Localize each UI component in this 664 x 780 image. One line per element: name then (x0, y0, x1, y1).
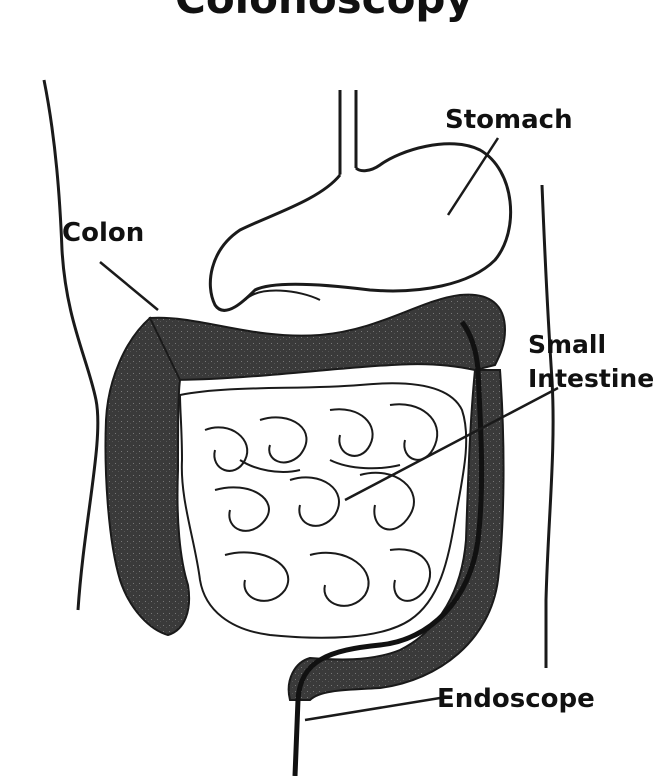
small-intestine-label-line2: Intestine (528, 362, 654, 396)
endoscope-leader-line (305, 698, 440, 720)
transverse-colon (150, 295, 505, 380)
diagram-title: Colonoscopy (175, 0, 473, 23)
stomach-shape (210, 144, 510, 311)
colon-label: Colon (62, 218, 144, 248)
body-outline-right (542, 185, 553, 668)
stomach-inner-fold (245, 291, 320, 300)
stomach-label: Stomach (445, 105, 573, 135)
colon-leader-line (100, 262, 158, 310)
small-intestine-leader-line (345, 388, 558, 500)
endoscope-label: Endoscope (437, 684, 595, 714)
body-outline-left (44, 80, 98, 610)
descending-colon (289, 370, 504, 700)
small-intestine-coils (180, 383, 466, 638)
small-intestine-label-line1: Small (528, 328, 654, 362)
small-intestine-label: Small Intestine (528, 328, 654, 396)
esophagus (340, 90, 356, 175)
